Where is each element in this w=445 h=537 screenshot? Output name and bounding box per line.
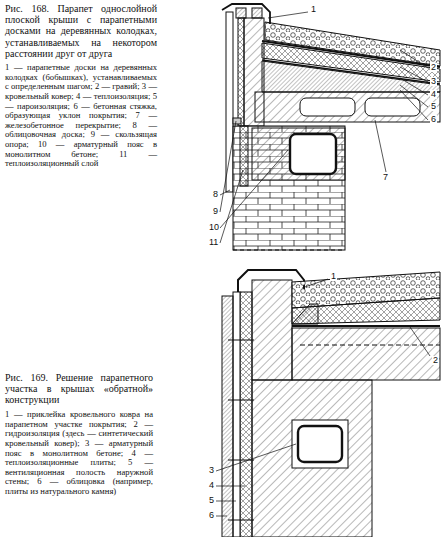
callout-number: 4	[208, 481, 215, 490]
callout-number: 7	[382, 173, 389, 182]
callout-number: 3	[208, 466, 215, 475]
callout-number: 6	[208, 511, 215, 520]
callout-number: 10	[208, 223, 220, 232]
callout-number: 8	[212, 190, 219, 199]
callout-number: 9	[212, 207, 219, 216]
callout-number: 3	[430, 77, 437, 86]
callout-number: 4	[430, 90, 437, 99]
callout-number: 2	[432, 356, 439, 365]
callout-number: 6	[430, 115, 437, 124]
callout-number: 1	[330, 272, 337, 281]
figure-caption: Рис. 169. Решение парапетного участка в …	[5, 372, 153, 406]
figure-legend: 1 — парапетные доски на деревянных колод…	[5, 63, 157, 169]
callout-number: 5	[430, 102, 437, 111]
callout-number: 2	[430, 63, 437, 72]
figure-legend: 1 — приклейка кровельного ковра на парап…	[5, 410, 153, 497]
callout-number: 5	[208, 496, 215, 505]
figure-caption: Рис. 168. Парапет однослойной плоской кр…	[5, 3, 157, 59]
callout-number: 11	[208, 238, 219, 247]
callout-number: 1	[310, 5, 317, 14]
